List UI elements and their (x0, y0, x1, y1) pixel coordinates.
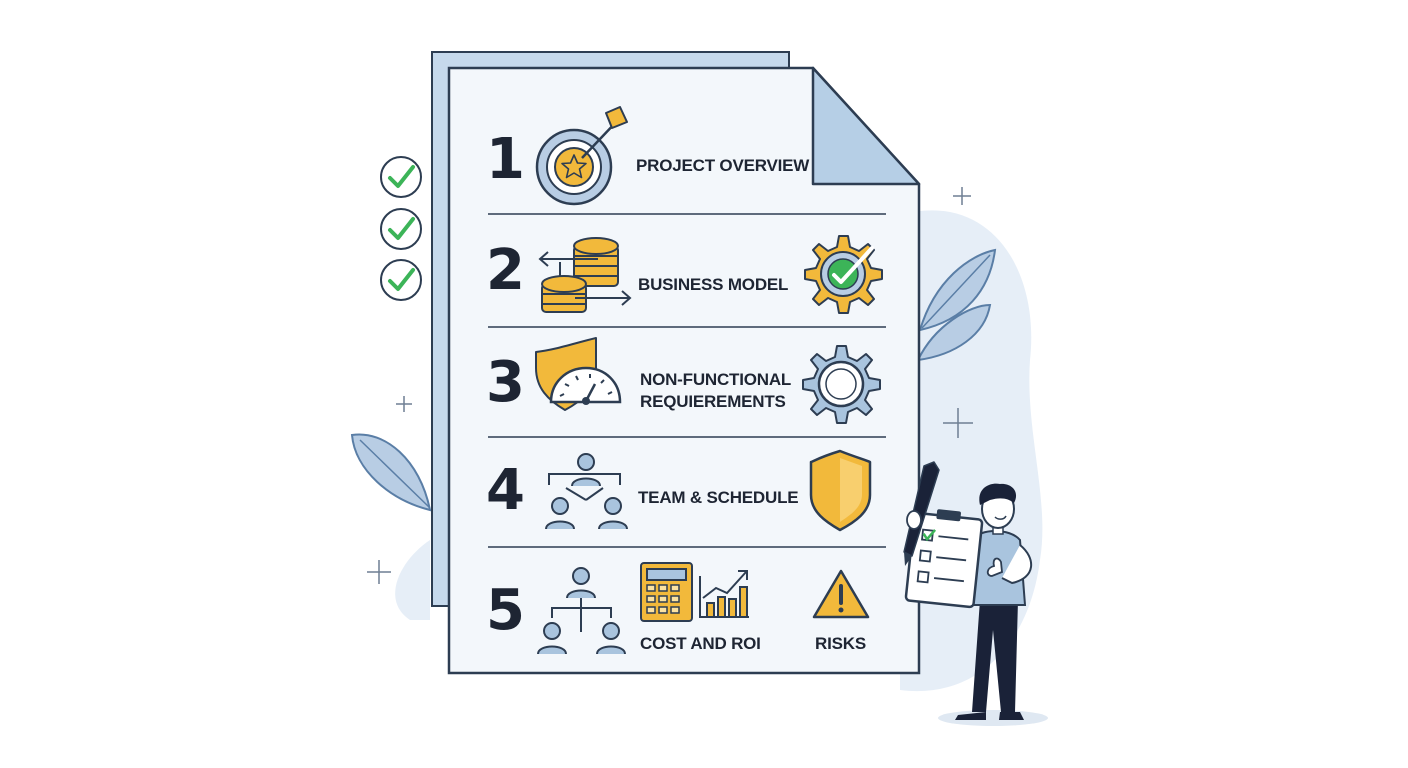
section-label: NON-FUNCTIONAL REQUIEREMENTS (640, 369, 791, 413)
section-number: 1 (486, 127, 525, 192)
background-blob-left (395, 540, 430, 620)
check-circle-icon (380, 259, 422, 301)
document-fold-icon (811, 66, 921, 186)
section-label: TEAM & SCHEDULE (638, 488, 799, 507)
section-label: COST AND ROI (640, 634, 761, 653)
section-label: PROJECT OVERVIEW (636, 156, 810, 175)
section-number: 4 (486, 458, 525, 523)
coin-stacks-icon (538, 237, 632, 313)
team-hierarchy-icon (537, 567, 626, 655)
section-label-risks: RISKS (815, 634, 866, 653)
gear-icon (802, 345, 881, 424)
warning-icon (812, 569, 870, 619)
side-checklist (380, 156, 422, 301)
shield-speedometer-icon (535, 337, 622, 411)
section-number: 2 (486, 238, 525, 303)
section-label-line: NON-FUNCTIONAL (640, 370, 792, 389)
arrow-icon (581, 106, 628, 159)
shield-icon (809, 449, 872, 532)
check-circle-icon (380, 208, 422, 250)
leaf-right-icon (916, 248, 997, 362)
section-number: 5 (486, 578, 525, 643)
growth-chart-icon (699, 570, 749, 618)
section-number: 3 (486, 350, 525, 415)
leaf-left-icon (350, 433, 432, 512)
section-label: BUSINESS MODEL (638, 275, 789, 294)
target-star-icon (535, 128, 613, 206)
team-hierarchy-icon (545, 453, 628, 530)
section-dividers (488, 213, 886, 548)
sparkle-icon (367, 187, 973, 584)
calculator-icon (640, 562, 693, 622)
gear-check-icon (804, 235, 883, 314)
section-label-line: REQUIEREMENTS (640, 392, 786, 412)
check-circle-icon (380, 156, 422, 198)
person-illustration (903, 461, 1048, 726)
